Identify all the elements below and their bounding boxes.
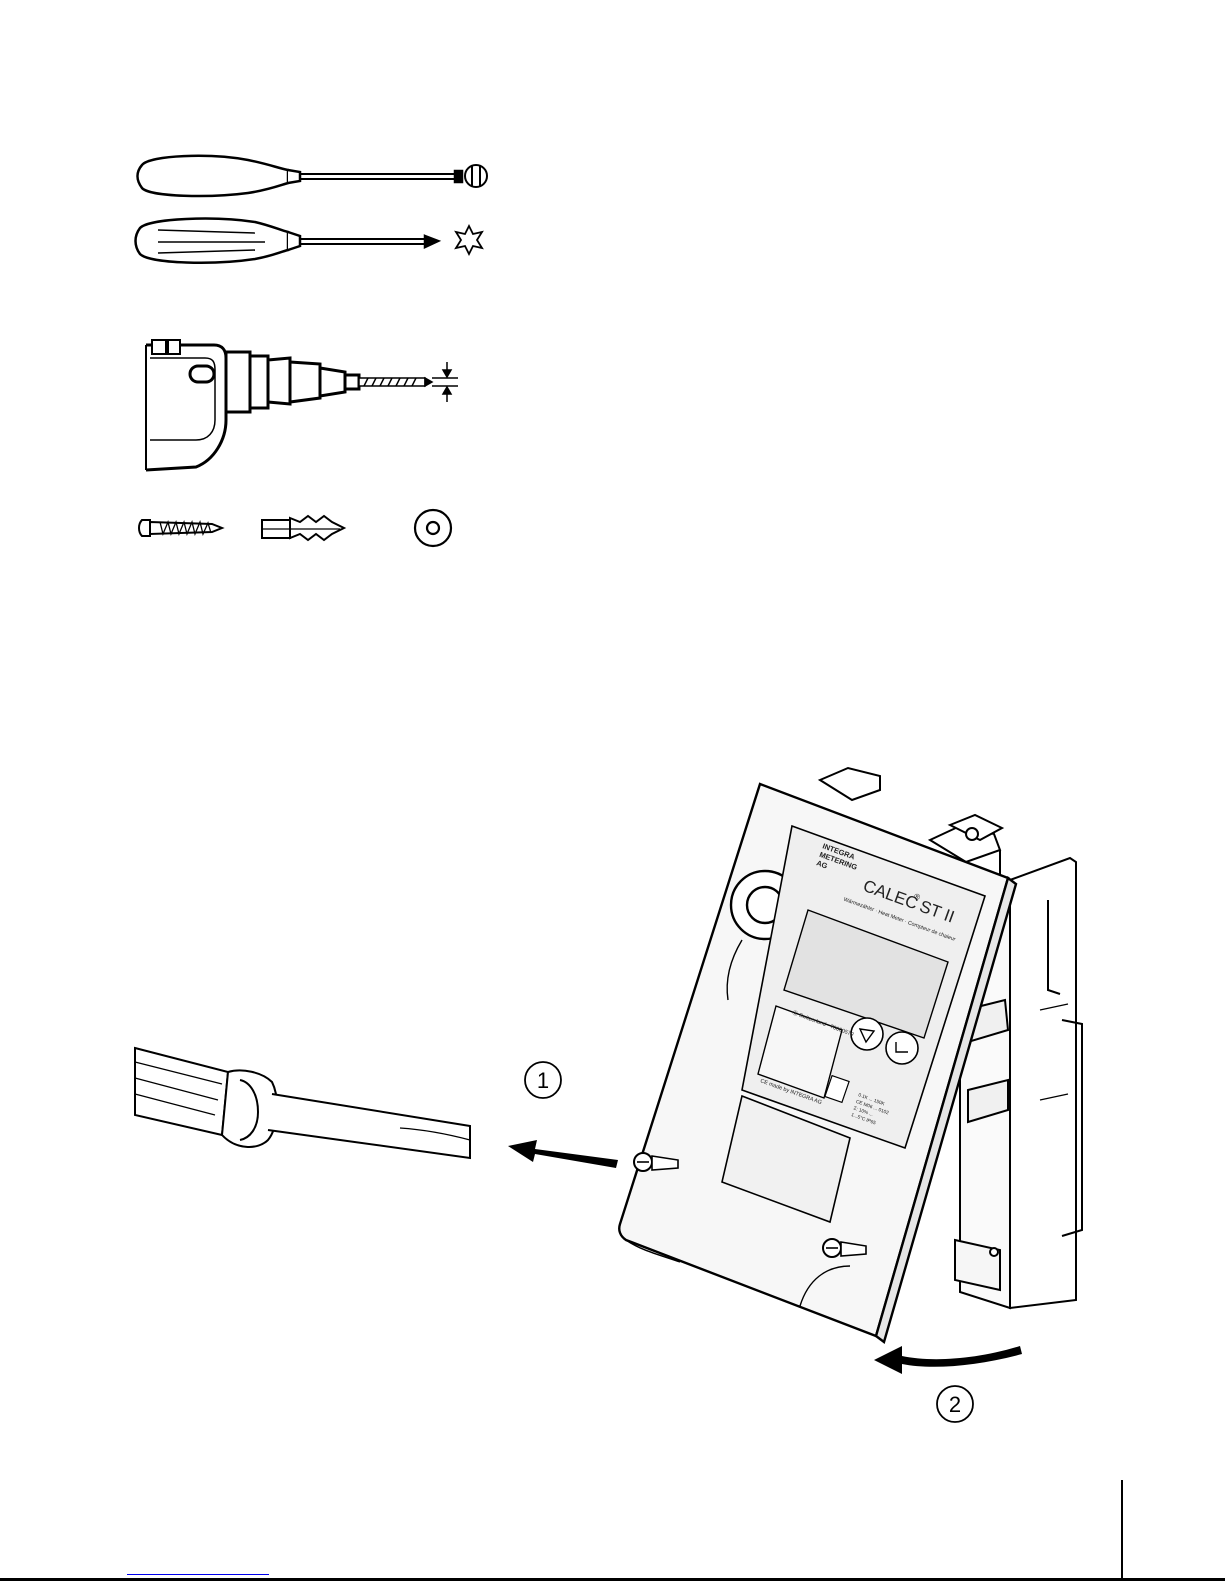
step-2-arrow [874, 1346, 1022, 1374]
drill-icon [146, 340, 359, 470]
flat-screwdriver-icon [138, 156, 463, 196]
footer-rule [0, 1578, 1225, 1581]
slot-screw-head-icon [465, 165, 487, 187]
drill-bit-icon [359, 362, 458, 402]
torx-head-icon [456, 226, 482, 254]
torx-screwdriver-icon [136, 219, 439, 263]
wood-screw-icon [139, 520, 222, 536]
step-1-number: 1 [537, 1068, 549, 1093]
step-1-badge: 1 [525, 1062, 561, 1098]
washer-icon [415, 510, 451, 546]
page-side-rule [1121, 1480, 1123, 1578]
step-2-number: 2 [949, 1392, 961, 1417]
wall-plug-icon [262, 516, 344, 540]
footer-link-underline[interactable] [127, 1574, 269, 1575]
step-2-badge: 2 [937, 1386, 973, 1422]
step-1-arrow [508, 1140, 618, 1168]
large-screwdriver-icon [135, 1048, 470, 1158]
